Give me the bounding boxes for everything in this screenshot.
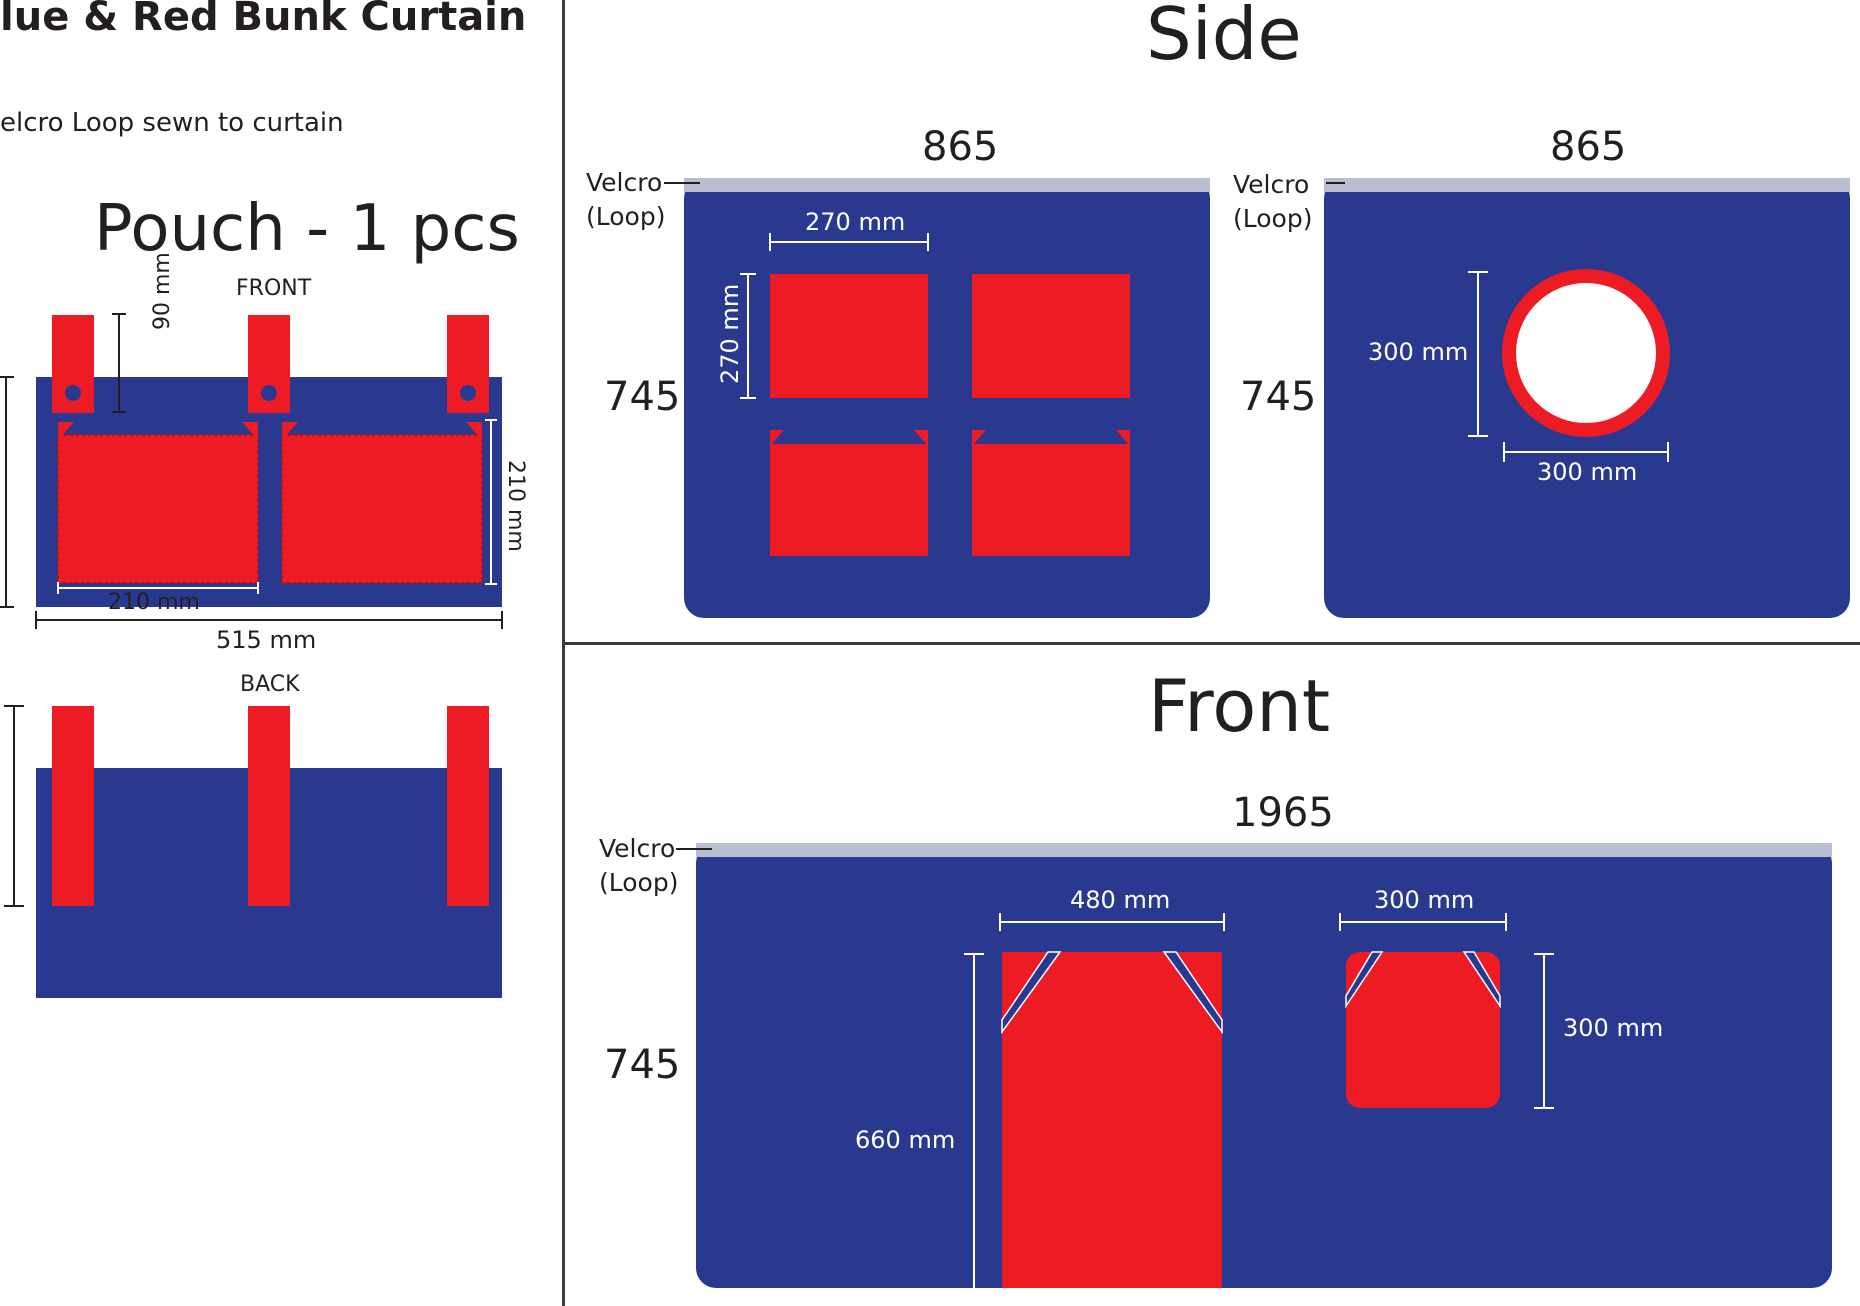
door-opening xyxy=(1002,952,1222,1288)
side2-velcro-sub: (Loop) xyxy=(1233,204,1313,233)
side2-velcro: Velcro xyxy=(1233,170,1310,199)
front-velcro-sub: (Loop) xyxy=(599,868,679,897)
side1-velcro: Velcro xyxy=(586,168,663,197)
side2-height: 745 xyxy=(1240,374,1317,420)
front-width: 1965 xyxy=(1232,790,1334,836)
front-velcro: Velcro xyxy=(599,834,676,863)
window-width-dim: 300 mm xyxy=(1537,458,1638,486)
pouch-strap xyxy=(447,706,489,906)
vertical-divider xyxy=(562,0,565,1306)
window-height-dim: 300 mm xyxy=(1368,338,1469,366)
pouch-strap xyxy=(52,706,94,906)
snap-icon xyxy=(261,385,277,401)
page-title: lue & Red Bunk Curtain xyxy=(0,0,527,40)
pouch-pocket xyxy=(58,435,258,583)
side-heading: Side xyxy=(1146,0,1302,76)
side-pocket xyxy=(972,444,1130,556)
snap-icon xyxy=(65,385,81,401)
side-pocket xyxy=(770,444,928,556)
snap-icon xyxy=(460,385,476,401)
side2-width: 865 xyxy=(1550,124,1627,170)
door-height-dim: 660 mm xyxy=(855,1126,956,1154)
front-height: 745 xyxy=(604,1042,681,1088)
velcro-note: elcro Loop sewn to curtain xyxy=(0,108,344,138)
window-width-dim-front: 300 mm xyxy=(1374,886,1475,914)
front-heading: Front xyxy=(1148,664,1331,748)
pouch-front xyxy=(0,313,503,629)
side-pocket xyxy=(972,274,1130,398)
window-height-dim-front: 300 mm xyxy=(1563,1014,1664,1042)
side1-pocket-width: 270 mm xyxy=(805,208,906,236)
pouch-title: Pouch - 1 pcs xyxy=(94,192,520,266)
pocket-height-dim-label: 210 mm xyxy=(503,460,528,552)
door-width-dim: 480 mm xyxy=(1070,886,1171,914)
front-panel xyxy=(676,843,1832,1288)
front-label: FRONT xyxy=(236,276,312,301)
velcro-strip xyxy=(696,843,1832,857)
horizontal-divider xyxy=(565,642,1860,645)
round-window xyxy=(1502,269,1670,437)
side1-velcro-sub: (Loop) xyxy=(586,202,666,231)
side1-width: 865 xyxy=(922,124,999,170)
side-pocket xyxy=(770,274,928,398)
velcro-strip xyxy=(684,178,1210,192)
side1-height: 745 xyxy=(604,374,681,420)
pocket-width-dim-label: 210 mm xyxy=(108,590,200,615)
pouch-back xyxy=(4,705,502,998)
side-panel-window xyxy=(1324,178,1850,618)
velcro-strip xyxy=(1324,178,1850,192)
side1-pocket-height: 270 mm xyxy=(716,283,744,384)
side-panel-pockets xyxy=(664,178,1210,618)
pouch-pocket xyxy=(282,435,482,583)
pouch-width-dim-label: 515 mm xyxy=(216,626,317,654)
strap-dim-label: 90 mm xyxy=(150,252,175,330)
back-label: BACK xyxy=(240,672,300,697)
square-window xyxy=(1346,952,1500,1108)
pouch-strap xyxy=(248,706,290,906)
